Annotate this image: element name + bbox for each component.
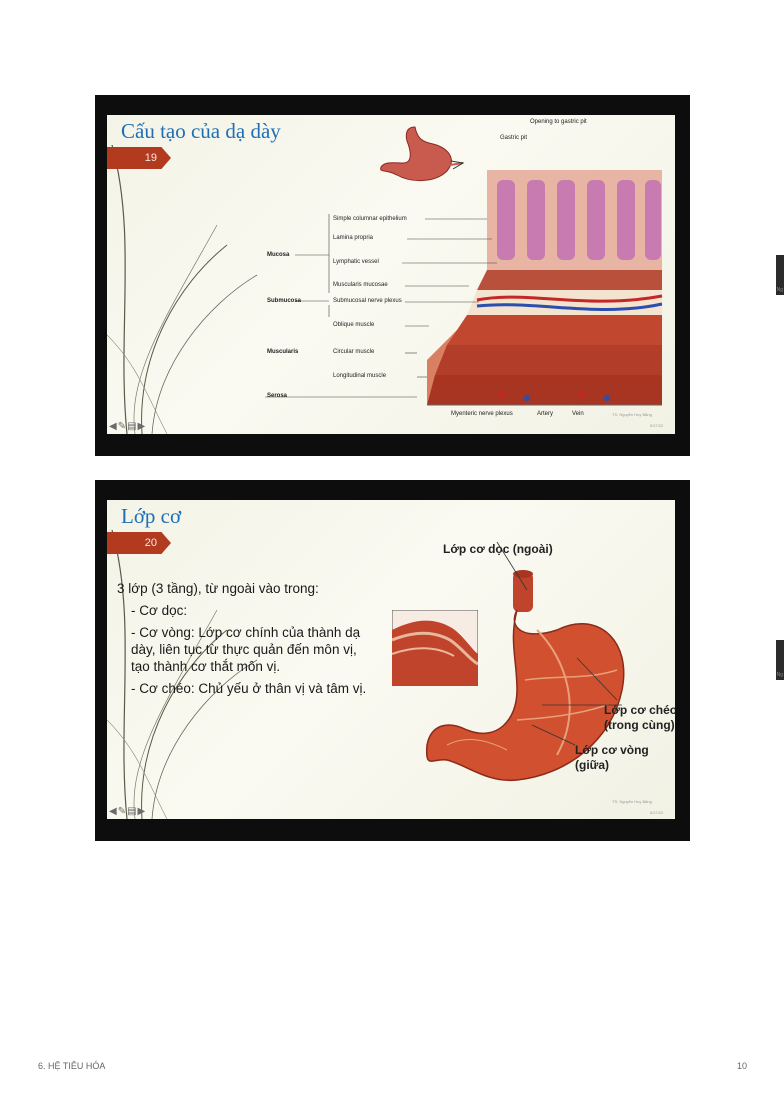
group-submucosa: Submucosa bbox=[267, 298, 302, 304]
bullet-longitudinal: - Cơ dọc: bbox=[131, 603, 188, 618]
bullet-circular: - Cơ vòng: Lớp cơ chính của thành dạ dày… bbox=[131, 625, 361, 674]
label-oblique-layer-line1: Lớp cơ chéo bbox=[604, 703, 675, 717]
label-oblique-layer-line2: (trong cùng) bbox=[604, 718, 675, 732]
bullet-intro: 3 lớp (3 tầng), từ ngoài vào trong: bbox=[117, 581, 319, 596]
label-artery: Artery bbox=[537, 411, 554, 417]
label-opening-gastric-pit: Opening to gastric pit bbox=[530, 119, 587, 125]
label-layer: Circular muscle bbox=[333, 349, 375, 355]
slide-title: Lớp cơ bbox=[121, 504, 182, 528]
pen-icon[interactable]: ✎ bbox=[117, 421, 128, 432]
label-circular-layer-line2: (giữa) bbox=[575, 758, 610, 772]
label-layer: Longitudinal muscle bbox=[333, 373, 387, 379]
group-muscularis: Muscularis bbox=[267, 349, 299, 355]
slide-number: 20 bbox=[107, 532, 171, 554]
credit: TS. Nguyễn Huy Bằng bbox=[612, 799, 652, 804]
next-icon[interactable]: ▶ bbox=[137, 421, 147, 432]
stomach-thumbnail bbox=[380, 126, 465, 181]
slide-nav-controls[interactable]: ◀✎▤▶ bbox=[109, 806, 146, 817]
menu-icon[interactable]: ▤ bbox=[127, 806, 138, 817]
label-pointers bbox=[496, 541, 622, 746]
label-layer: Simple columnar epithelium bbox=[333, 216, 407, 222]
slide-number: 19 bbox=[107, 147, 171, 169]
leader-lines bbox=[265, 214, 497, 398]
footer-chapter: 6. HỆ TIÊU HÓA bbox=[38, 1061, 106, 1071]
prev-icon[interactable]: ◀ bbox=[109, 806, 118, 817]
pen-icon[interactable]: ✎ bbox=[117, 806, 128, 817]
label-vein: Vein bbox=[572, 411, 584, 417]
side-strip bbox=[776, 640, 784, 680]
label-longitudinal-layer: Lớp cơ dọc (ngoài) bbox=[443, 542, 553, 556]
slide-19-canvas: Cấu tạo của dạ dày 19 bbox=[107, 115, 675, 434]
next-icon[interactable]: ▶ bbox=[137, 806, 147, 817]
menu-icon[interactable]: ▤ bbox=[127, 421, 138, 432]
label-myenteric: Myenteric nerve plexus bbox=[451, 411, 513, 417]
label-layer: Lymphatic vessel bbox=[333, 259, 379, 265]
slide-19: Cấu tạo của dạ dày 19 bbox=[95, 95, 690, 456]
slide-20: Lớp cơ 20 3 lớp (3 tầng), từ ngoài vào t… bbox=[95, 480, 690, 841]
side-text: Ng bbox=[776, 672, 783, 678]
stomach-wall-illustration bbox=[427, 170, 663, 406]
label-circular-layer-line1: Lớp cơ vòng bbox=[575, 743, 649, 757]
slide-nav-controls[interactable]: ◀✎▤▶ bbox=[109, 421, 146, 432]
label-layer: Muscularis mucosae bbox=[333, 282, 388, 288]
footer-page-number: 10 bbox=[737, 1061, 748, 1071]
label-layer: Lamina propria bbox=[333, 235, 374, 241]
label-gastric-pit: Gastric pit bbox=[500, 135, 528, 141]
muscle-inset bbox=[392, 610, 478, 686]
side-strip bbox=[776, 255, 784, 295]
decorative-curves bbox=[107, 529, 258, 819]
prev-icon[interactable]: ◀ bbox=[109, 421, 118, 432]
group-mucosa: Mucosa bbox=[267, 252, 290, 258]
slide-20-canvas: Lớp cơ 20 3 lớp (3 tầng), từ ngoài vào t… bbox=[107, 500, 675, 819]
label-layer: Submucosal nerve plexus bbox=[333, 298, 402, 304]
side-text: Ng bbox=[776, 287, 783, 293]
date: 5/17/22 bbox=[650, 810, 664, 815]
slide-body: 3 lớp (3 tầng), từ ngoài vào trong: - Cơ… bbox=[117, 580, 367, 702]
bullet-oblique: - Cơ chéo: Chủ yếu ở thân vị và tâm vị. bbox=[131, 681, 367, 696]
stomach-muscle-illustration bbox=[425, 570, 625, 782]
group-serosa: Serosa bbox=[267, 393, 288, 399]
date: 5/17/22 bbox=[650, 423, 664, 428]
credit: TS. Nguyễn Huy Bằng bbox=[612, 412, 652, 417]
slide-title: Cấu tạo của dạ dày bbox=[121, 119, 281, 143]
decorative-curves bbox=[107, 144, 258, 434]
label-layer: Oblique muscle bbox=[333, 322, 375, 328]
